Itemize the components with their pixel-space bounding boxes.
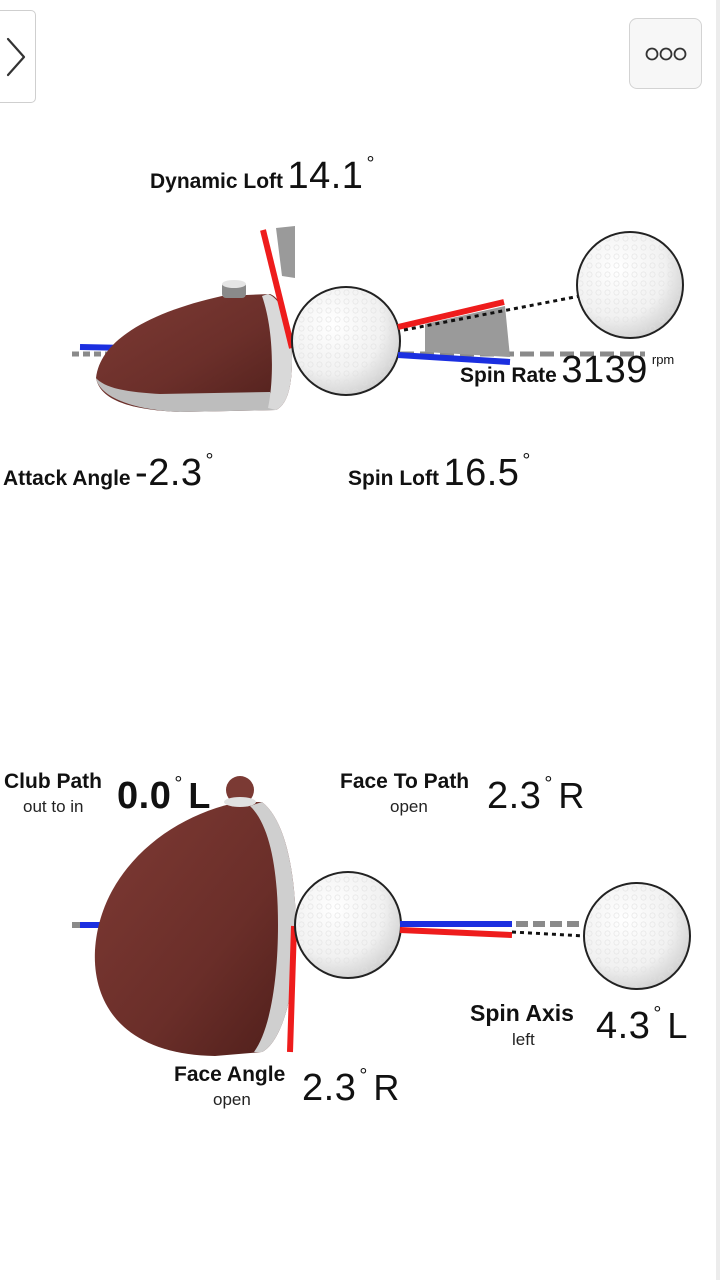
dynamic-loft-wedge bbox=[276, 226, 295, 278]
spin-loft-metric: Spin Loft 16.5° bbox=[348, 450, 530, 495]
spin-axis-label: Spin Axis bbox=[470, 1000, 574, 1026]
spin-loft-label: Spin Loft bbox=[348, 467, 439, 490]
face-to-path-metric: Face To Path bbox=[340, 770, 469, 794]
face-to-path-label: Face To Path bbox=[340, 770, 470, 793]
spin-rate-unit: rpm bbox=[651, 352, 675, 367]
attack-angle-label: Attack Angle bbox=[3, 467, 131, 490]
spin-axis-sub: left bbox=[512, 1030, 535, 1049]
spin-rate-value: 3139 bbox=[561, 349, 648, 391]
face-to-path-unit: ° bbox=[544, 773, 553, 795]
attack-angle-metric: Attack Angle -2.3° bbox=[3, 450, 214, 495]
chevron-right-icon bbox=[6, 37, 26, 77]
ball-trajectory-dotted bbox=[403, 294, 581, 332]
dynamic-loft-line bbox=[260, 229, 295, 349]
face-angle-line bbox=[287, 925, 297, 1053]
ball-trajectory-top bbox=[511, 930, 586, 938]
spin-axis-value-group: 4.3°L bbox=[596, 1003, 687, 1048]
spin-axis-unit: ° bbox=[653, 1003, 662, 1025]
club-head-top bbox=[94, 776, 297, 1056]
attack-angle-value: -2.3 bbox=[135, 452, 203, 494]
face-to-path-dir: R bbox=[558, 775, 585, 816]
club-path-value-group: 0.0°L bbox=[117, 773, 210, 818]
face-angle-sub: open bbox=[213, 1090, 251, 1109]
spin-axis-dir: L bbox=[667, 1005, 688, 1046]
spin-axis-value: 4.3 bbox=[596, 1005, 651, 1047]
face-angle-unit: ° bbox=[359, 1065, 368, 1087]
spin-rate-label: Spin Rate bbox=[460, 364, 557, 387]
attack-angle-unit: ° bbox=[205, 450, 214, 472]
club-path-dir: L bbox=[188, 775, 211, 816]
club-path-sub: out to in bbox=[23, 797, 84, 816]
face-angle-dir: R bbox=[373, 1067, 400, 1108]
face-angle-value-group: 2.3°R bbox=[302, 1065, 399, 1110]
face-angle-value: 2.3 bbox=[302, 1067, 357, 1109]
club-path-unit: ° bbox=[174, 773, 183, 795]
spin-loft-value: 16.5 bbox=[443, 452, 520, 494]
dynamic-loft-unit: ° bbox=[366, 153, 375, 175]
golf-ball-impact bbox=[291, 286, 401, 396]
dynamic-loft-value: 14.1 bbox=[287, 155, 364, 197]
dynamic-loft-label: Dynamic Loft bbox=[150, 170, 284, 193]
dynamic-loft-metric: Dynamic Loft 14.1° bbox=[150, 153, 374, 198]
launch-direction-line bbox=[397, 299, 505, 330]
golf-ball-flight-top bbox=[583, 882, 691, 990]
face-line-top bbox=[399, 927, 513, 938]
face-to-path-sub: open bbox=[390, 797, 428, 816]
club-path-label: Club Path bbox=[4, 770, 102, 793]
club-head-side bbox=[96, 280, 292, 412]
spin-loft-unit: ° bbox=[522, 450, 531, 472]
club-path-line bbox=[397, 352, 511, 365]
spin-axis-metric: Spin Axis bbox=[470, 1000, 574, 1027]
golf-ball-impact-top bbox=[294, 871, 402, 979]
golf-ball-flight bbox=[576, 231, 684, 339]
club-path-metric: Club Path bbox=[4, 770, 102, 794]
club-path-value: 0.0 bbox=[117, 775, 172, 817]
face-angle-label: Face Angle bbox=[174, 1063, 286, 1086]
top-view-diagram: Club Path out to in 0.0°L Face To Path o… bbox=[0, 740, 720, 1140]
face-angle-metric: Face Angle bbox=[174, 1063, 285, 1087]
face-to-path-value: 2.3 bbox=[487, 775, 542, 817]
face-to-path-value-group: 2.3°R bbox=[487, 773, 584, 818]
scroll-edge bbox=[716, 0, 720, 1280]
more-options-button[interactable] bbox=[629, 18, 702, 89]
spin-loft-wedge bbox=[425, 306, 510, 357]
back-button[interactable] bbox=[0, 10, 36, 103]
more-dots-icon bbox=[645, 47, 687, 61]
